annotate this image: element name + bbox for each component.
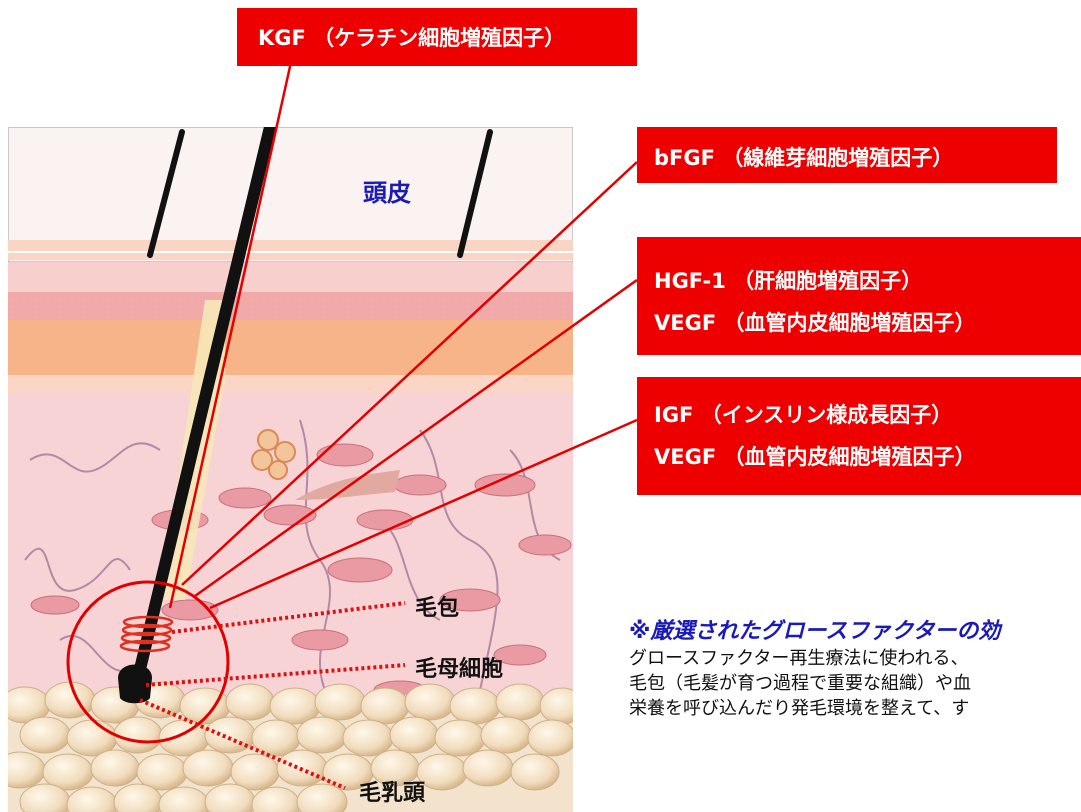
orange-band: [8, 320, 573, 375]
bfgf-label-box: bFGF （線維芽細胞増殖因子）: [637, 127, 1057, 183]
epidermis-top: [8, 240, 573, 260]
igf-label: IGF （インスリン様成長因子）: [654, 403, 953, 427]
vegf-label-1: VEGF （血管内皮細胞増殖因子）: [654, 311, 976, 335]
hair-bulb: [118, 664, 152, 704]
bfgf-label: bFGF （線維芽細胞増殖因子）: [654, 146, 954, 170]
hgf-label: HGF-1 （肝細胞増殖因子）: [654, 269, 923, 293]
igf-vegf-label-box: IGF （インスリン様成長因子） VEGF （血管内皮細胞増殖因子）: [637, 377, 1081, 495]
note-title: ※厳選されたグロースファクターの効: [629, 619, 1001, 644]
hgf-vegf-label-box: HGF-1 （肝細胞増殖因子） VEGF （血管内皮細胞増殖因子）: [637, 237, 1081, 355]
dermal-papilla-label: 毛乳頭: [359, 781, 426, 806]
fat-layer: [8, 681, 573, 812]
connector-lines: [168, 61, 638, 610]
follicle-coil: [119, 615, 174, 653]
hair-shafts: [129, 127, 493, 696]
highlight-circle: [66, 580, 230, 744]
note-line-3: 栄養を呼び込んだり発毛環境を整えて、す: [629, 698, 970, 719]
sebaceous-gland: [251, 429, 296, 480]
kgf-label: KGF （ケラチン細胞増殖因子）: [258, 26, 566, 50]
hair-matrix-label: 毛母細胞: [415, 657, 504, 682]
scalp-label: 頭皮: [363, 179, 411, 207]
dotted-pointers: [139, 601, 406, 790]
note-line-1: グロースファクター再生療法に使われる、: [629, 648, 969, 669]
follicle-label: 毛包: [415, 596, 460, 621]
kgf-label-box: KGF （ケラチン細胞増殖因子）: [237, 8, 637, 66]
arrector-muscle: [295, 470, 400, 500]
vegf-label-2: VEGF （血管内皮細胞増殖因子）: [654, 445, 976, 469]
note-block: ※厳選されたグロースファクターの効 グロースファクター再生療法に使われる、 毛包…: [629, 618, 1081, 721]
note-line-2: 毛包（毛髪が育つ過程で重要な組織）や血: [629, 673, 971, 694]
